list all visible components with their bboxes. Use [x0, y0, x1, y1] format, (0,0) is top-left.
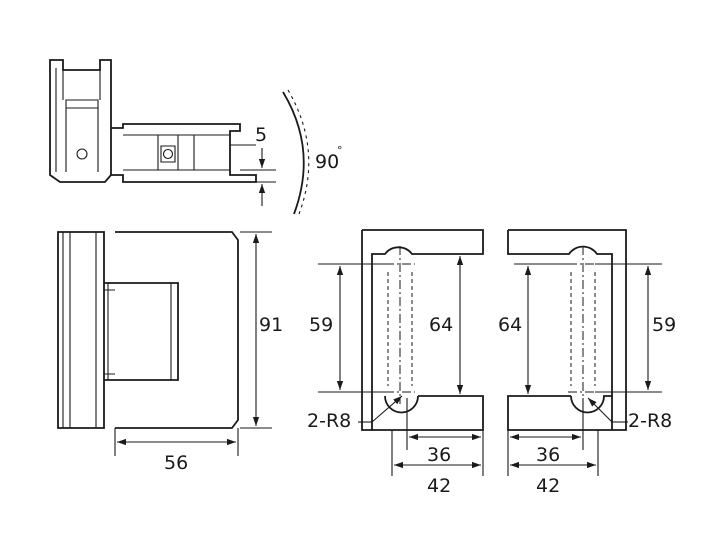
pivot-hole-top	[76, 148, 88, 160]
right-hole-pitch-value: 59	[652, 314, 676, 336]
right-radius-value: 2-R8	[628, 410, 672, 432]
top-view	[49, 59, 257, 183]
right-height-dimension: 64	[498, 263, 571, 394]
width-value: 56	[164, 452, 188, 474]
right-hole-pitch-dimension: 59	[595, 263, 676, 393]
right-plate-view	[507, 229, 627, 431]
right-overall-height-value: 64	[498, 314, 522, 336]
right-radius-callout: 2-R8	[587, 397, 672, 432]
angle-unit: °	[337, 144, 343, 157]
left-radius-value: 2-R8	[307, 410, 351, 432]
gap-dimension: 5	[240, 124, 276, 206]
front-view	[57, 231, 239, 429]
left-hole-pitch-dimension: 59	[309, 263, 392, 393]
left-overall-height-value: 64	[429, 314, 453, 336]
right-width-dimensions: 36 42	[507, 398, 599, 497]
screw-hole-top	[162, 148, 174, 160]
height-dimension: 91	[240, 231, 283, 429]
right-inner-width-value: 36	[536, 444, 560, 466]
left-width-dimensions: 36 42	[391, 398, 484, 497]
left-height-dimension: 64	[412, 253, 472, 394]
height-value: 91	[259, 314, 283, 336]
right-outer-width-value: 42	[536, 475, 560, 497]
left-inner-width-value: 36	[427, 444, 451, 466]
left-radius-callout: 2-R8	[307, 395, 403, 432]
gap-value: 5	[255, 124, 267, 146]
left-hole-pitch-value: 59	[309, 314, 333, 336]
left-plate-view	[361, 229, 484, 431]
left-outer-width-value: 42	[427, 475, 451, 497]
rotation-indicator: 90 °	[282, 89, 343, 215]
width-dimension: 56	[114, 428, 239, 474]
angle-value: 90	[315, 151, 339, 173]
